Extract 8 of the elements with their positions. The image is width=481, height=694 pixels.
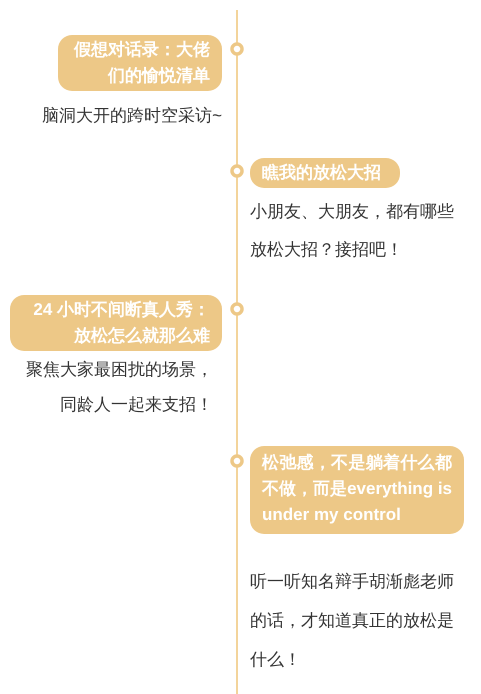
caption-text: 聚焦大家最困扰的场景，同龄人一起来支招！ — [25, 359, 213, 416]
title-tag: 24 小时不间断真人秀：放松怎么就那么难 — [10, 295, 222, 351]
caption-text: 听一听知名辩手胡渐彪老师的话，才知道真正的放松是什么！ — [250, 571, 455, 671]
title-tag: 瞧我的放松大招 — [250, 158, 400, 188]
caption-text: 小朋友、大朋友，都有哪些放松大招？接招吧！ — [250, 201, 455, 261]
title-tag: 松弛感，不是躺着什么都不做，而是everything is under my control — [250, 446, 464, 534]
caption-text: 脑洞大开的跨时空采访~ — [41, 105, 222, 127]
title-tag: 假想对话录：大佬们的愉悦清单 — [58, 35, 222, 91]
